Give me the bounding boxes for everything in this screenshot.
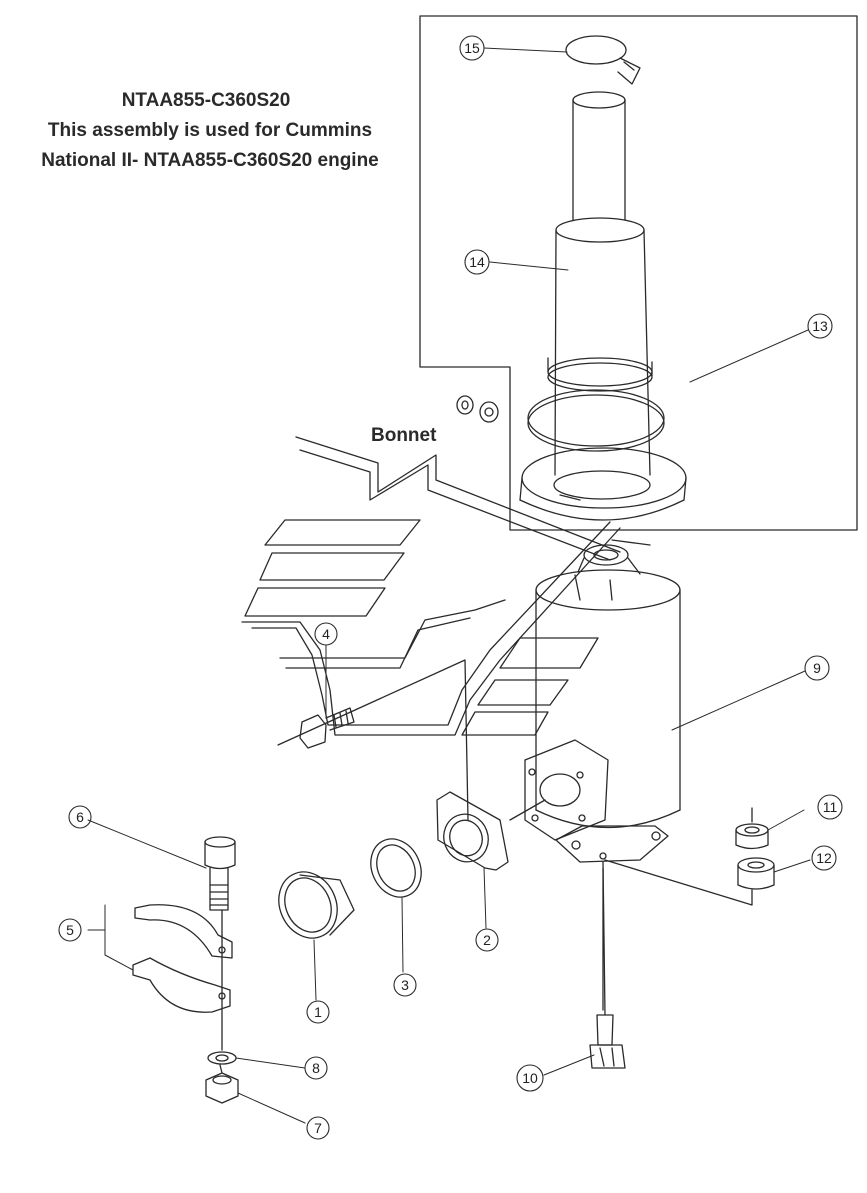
callout-10-circle bbox=[516, 1064, 544, 1092]
callout-8: 8 bbox=[312, 1060, 320, 1076]
bolt-4 bbox=[299, 707, 355, 749]
callout-4: 4 bbox=[322, 626, 330, 642]
callout-13: 13 bbox=[812, 318, 828, 334]
callout-2: 2 bbox=[483, 932, 491, 948]
bolt-6 bbox=[204, 836, 236, 911]
callout-numbers: 15 14 13 9 11 12 4 6 5 2 3 1 8 7 10 bbox=[66, 40, 837, 1136]
callout-12: 12 bbox=[816, 850, 832, 866]
callout-10: 10 bbox=[522, 1070, 538, 1086]
exhaust-pipe-part bbox=[553, 91, 651, 501]
callout-5-circle bbox=[58, 918, 82, 942]
bolt-10 bbox=[589, 861, 626, 1069]
callout-3-circle bbox=[393, 973, 417, 997]
spacer-12 bbox=[737, 857, 775, 890]
callout-12-circle bbox=[811, 845, 837, 871]
callout-5: 5 bbox=[66, 922, 74, 938]
flange-nuts bbox=[456, 395, 499, 423]
pipe-clamp-ring bbox=[547, 357, 653, 392]
callout-14-circle bbox=[464, 249, 490, 275]
callout-1: 1 bbox=[314, 1004, 322, 1020]
callout-6-circle bbox=[68, 805, 92, 829]
callout-7: 7 bbox=[314, 1120, 322, 1136]
title-line-2: This assembly is used for Cummins bbox=[47, 120, 373, 141]
title-line-1: NTAA855-C360S20 bbox=[121, 90, 291, 111]
bellows-connector-part bbox=[278, 871, 355, 939]
flange-gasket-part bbox=[436, 791, 509, 871]
bonnet-label: Bonnet bbox=[371, 425, 437, 446]
bonnet-outline bbox=[295, 436, 651, 561]
bonnet-emblem bbox=[241, 519, 621, 736]
callout-15: 15 bbox=[464, 40, 480, 56]
title-line-3: National II- NTAA855-C360S20 engine bbox=[41, 150, 379, 171]
assembly-13-outline bbox=[419, 15, 858, 531]
clamp-part bbox=[132, 904, 233, 1051]
callout-9-circle bbox=[804, 655, 830, 681]
callout-6: 6 bbox=[76, 809, 84, 825]
callout-8-circle bbox=[304, 1056, 328, 1080]
alignment-lines bbox=[219, 659, 753, 1074]
flange-plate bbox=[519, 389, 687, 521]
callout-14: 14 bbox=[469, 254, 485, 270]
rain-cap-part bbox=[565, 35, 641, 85]
callout-1-circle bbox=[306, 1000, 330, 1024]
sealing-ring-part bbox=[370, 838, 422, 898]
callout-circles bbox=[58, 35, 843, 1140]
callout-15-circle bbox=[459, 35, 485, 61]
callout-11: 11 bbox=[823, 799, 838, 815]
callout-11-circle bbox=[817, 794, 843, 820]
muffler-body-part bbox=[524, 544, 681, 863]
leader-lines bbox=[87, 47, 811, 1124]
callout-2-circle bbox=[475, 928, 499, 952]
callout-4-circle bbox=[314, 622, 338, 646]
callout-3: 3 bbox=[401, 977, 409, 993]
callout-9: 9 bbox=[813, 660, 821, 676]
nut-7 bbox=[205, 1072, 239, 1104]
callout-13-circle bbox=[807, 313, 833, 339]
nut-11 bbox=[735, 823, 769, 850]
washer-part bbox=[207, 1051, 237, 1065]
callout-7-circle bbox=[306, 1116, 330, 1140]
